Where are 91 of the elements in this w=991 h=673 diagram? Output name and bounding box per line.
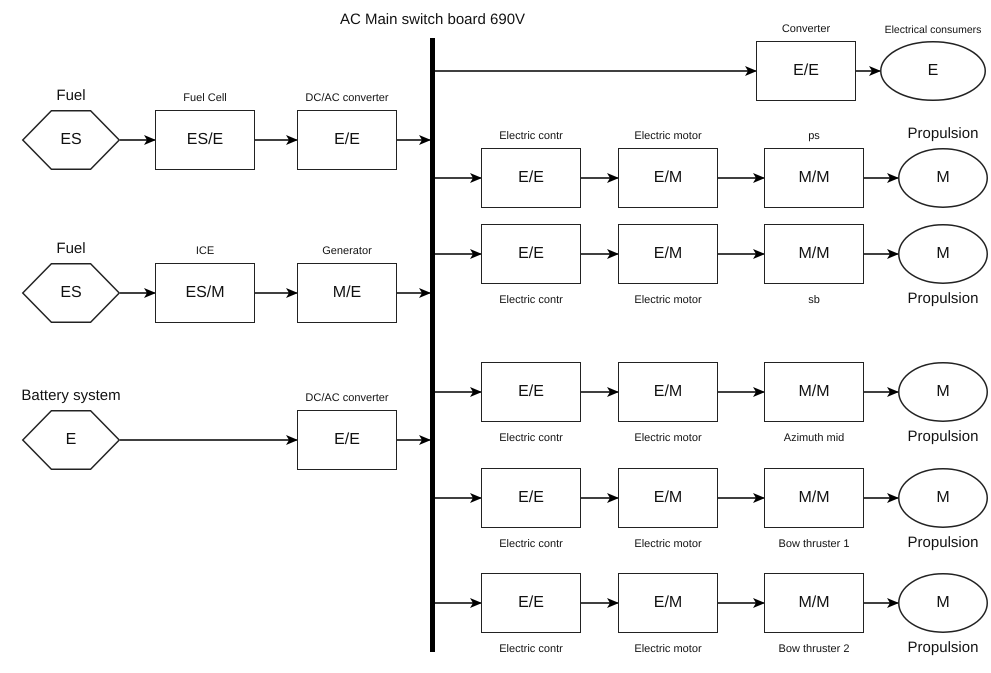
arrow xyxy=(718,249,765,259)
node-text: M xyxy=(935,169,951,187)
arrow xyxy=(120,288,156,298)
node-label: Electric motor xyxy=(634,432,702,444)
node-text: E/E xyxy=(792,62,820,80)
node-label: Electric motor xyxy=(634,538,702,550)
arrow xyxy=(120,135,156,145)
arrow xyxy=(435,493,482,503)
node-text: E/E xyxy=(517,383,545,401)
node-label: Electric contr xyxy=(499,294,563,306)
node-label: Propulsion xyxy=(908,534,978,551)
node-label: Electric motor xyxy=(634,643,702,655)
arrow xyxy=(864,493,899,503)
arrow xyxy=(581,493,619,503)
node-text: E/E xyxy=(333,131,361,149)
node-label: Electric contr xyxy=(499,643,563,655)
arrow xyxy=(255,288,298,298)
node-text: ES/E xyxy=(186,131,224,149)
node-text: M/M xyxy=(797,245,831,263)
bus-title: AC Main switch board 690V xyxy=(340,11,526,28)
node-label: Electric contr xyxy=(499,432,563,444)
node-text: M xyxy=(935,245,951,263)
node-label: Propulsion xyxy=(908,639,978,656)
arrow xyxy=(864,598,899,608)
node-text: M xyxy=(935,383,951,401)
node-text: M/E xyxy=(332,284,362,302)
node-text: E xyxy=(926,62,940,80)
node-label: Bow thruster 2 xyxy=(778,643,850,655)
arrow xyxy=(581,173,619,183)
arrow xyxy=(864,173,899,183)
node-label: Electric contr xyxy=(499,130,563,142)
node-label: ICE xyxy=(196,245,214,257)
arrow xyxy=(581,598,619,608)
node-text: M/M xyxy=(797,489,831,507)
arrow xyxy=(435,173,482,183)
node-label: Propulsion xyxy=(908,290,978,307)
node-label: ps xyxy=(808,130,820,142)
node-text: M/M xyxy=(797,594,831,612)
node-text: E/E xyxy=(517,594,545,612)
arrow xyxy=(435,66,757,76)
node-label: sb xyxy=(808,294,820,306)
arrow xyxy=(718,493,765,503)
node-text: E/M xyxy=(652,169,684,187)
node-text: E/E xyxy=(517,489,545,507)
node-text: E/M xyxy=(652,489,684,507)
arrow xyxy=(255,135,298,145)
arrow xyxy=(856,66,881,76)
arrow xyxy=(718,173,765,183)
node-text: ES/M xyxy=(184,284,226,302)
node-text: E/E xyxy=(517,169,545,187)
node-text: ES xyxy=(59,284,83,302)
node-label: Azimuth mid xyxy=(784,432,844,444)
arrow xyxy=(581,249,619,259)
node-text: ES xyxy=(59,131,83,149)
node-text: E xyxy=(64,431,78,449)
node-text: M xyxy=(935,489,951,507)
node-text: M/M xyxy=(797,169,831,187)
node-label: Converter xyxy=(782,23,830,35)
arrow xyxy=(435,387,482,397)
node-label: Electric motor xyxy=(634,294,702,306)
node-label: Propulsion xyxy=(908,428,978,445)
arrow xyxy=(397,135,431,145)
arrow xyxy=(864,387,899,397)
node-label: Electric motor xyxy=(634,130,702,142)
node-text: E/E xyxy=(517,245,545,263)
node-label: Propulsion xyxy=(908,125,978,142)
arrow xyxy=(718,598,765,608)
arrow xyxy=(435,249,482,259)
node-label: DC/AC converter xyxy=(305,392,389,404)
node-label: Generator xyxy=(322,245,372,257)
arrow xyxy=(397,288,431,298)
arrow xyxy=(864,249,899,259)
node-label: Electrical consumers xyxy=(884,24,982,36)
node-label: Fuel Cell xyxy=(183,92,227,104)
node-text: M xyxy=(935,594,951,612)
node-label: Battery system xyxy=(21,387,121,404)
node-label: Fuel xyxy=(56,240,86,257)
node-label: DC/AC converter xyxy=(305,92,389,104)
node-label: Bow thruster 1 xyxy=(778,538,850,550)
node-text: E/M xyxy=(652,594,684,612)
arrow xyxy=(718,387,765,397)
node-text: M/M xyxy=(797,383,831,401)
node-text: E/M xyxy=(652,383,684,401)
arrow xyxy=(435,598,482,608)
node-label: Electric contr xyxy=(499,538,563,550)
arrow xyxy=(120,435,298,445)
node-text: E/E xyxy=(333,431,361,449)
node-text: E/M xyxy=(652,245,684,263)
arrow xyxy=(397,435,431,445)
node-label: Fuel xyxy=(56,87,86,104)
arrow xyxy=(581,387,619,397)
